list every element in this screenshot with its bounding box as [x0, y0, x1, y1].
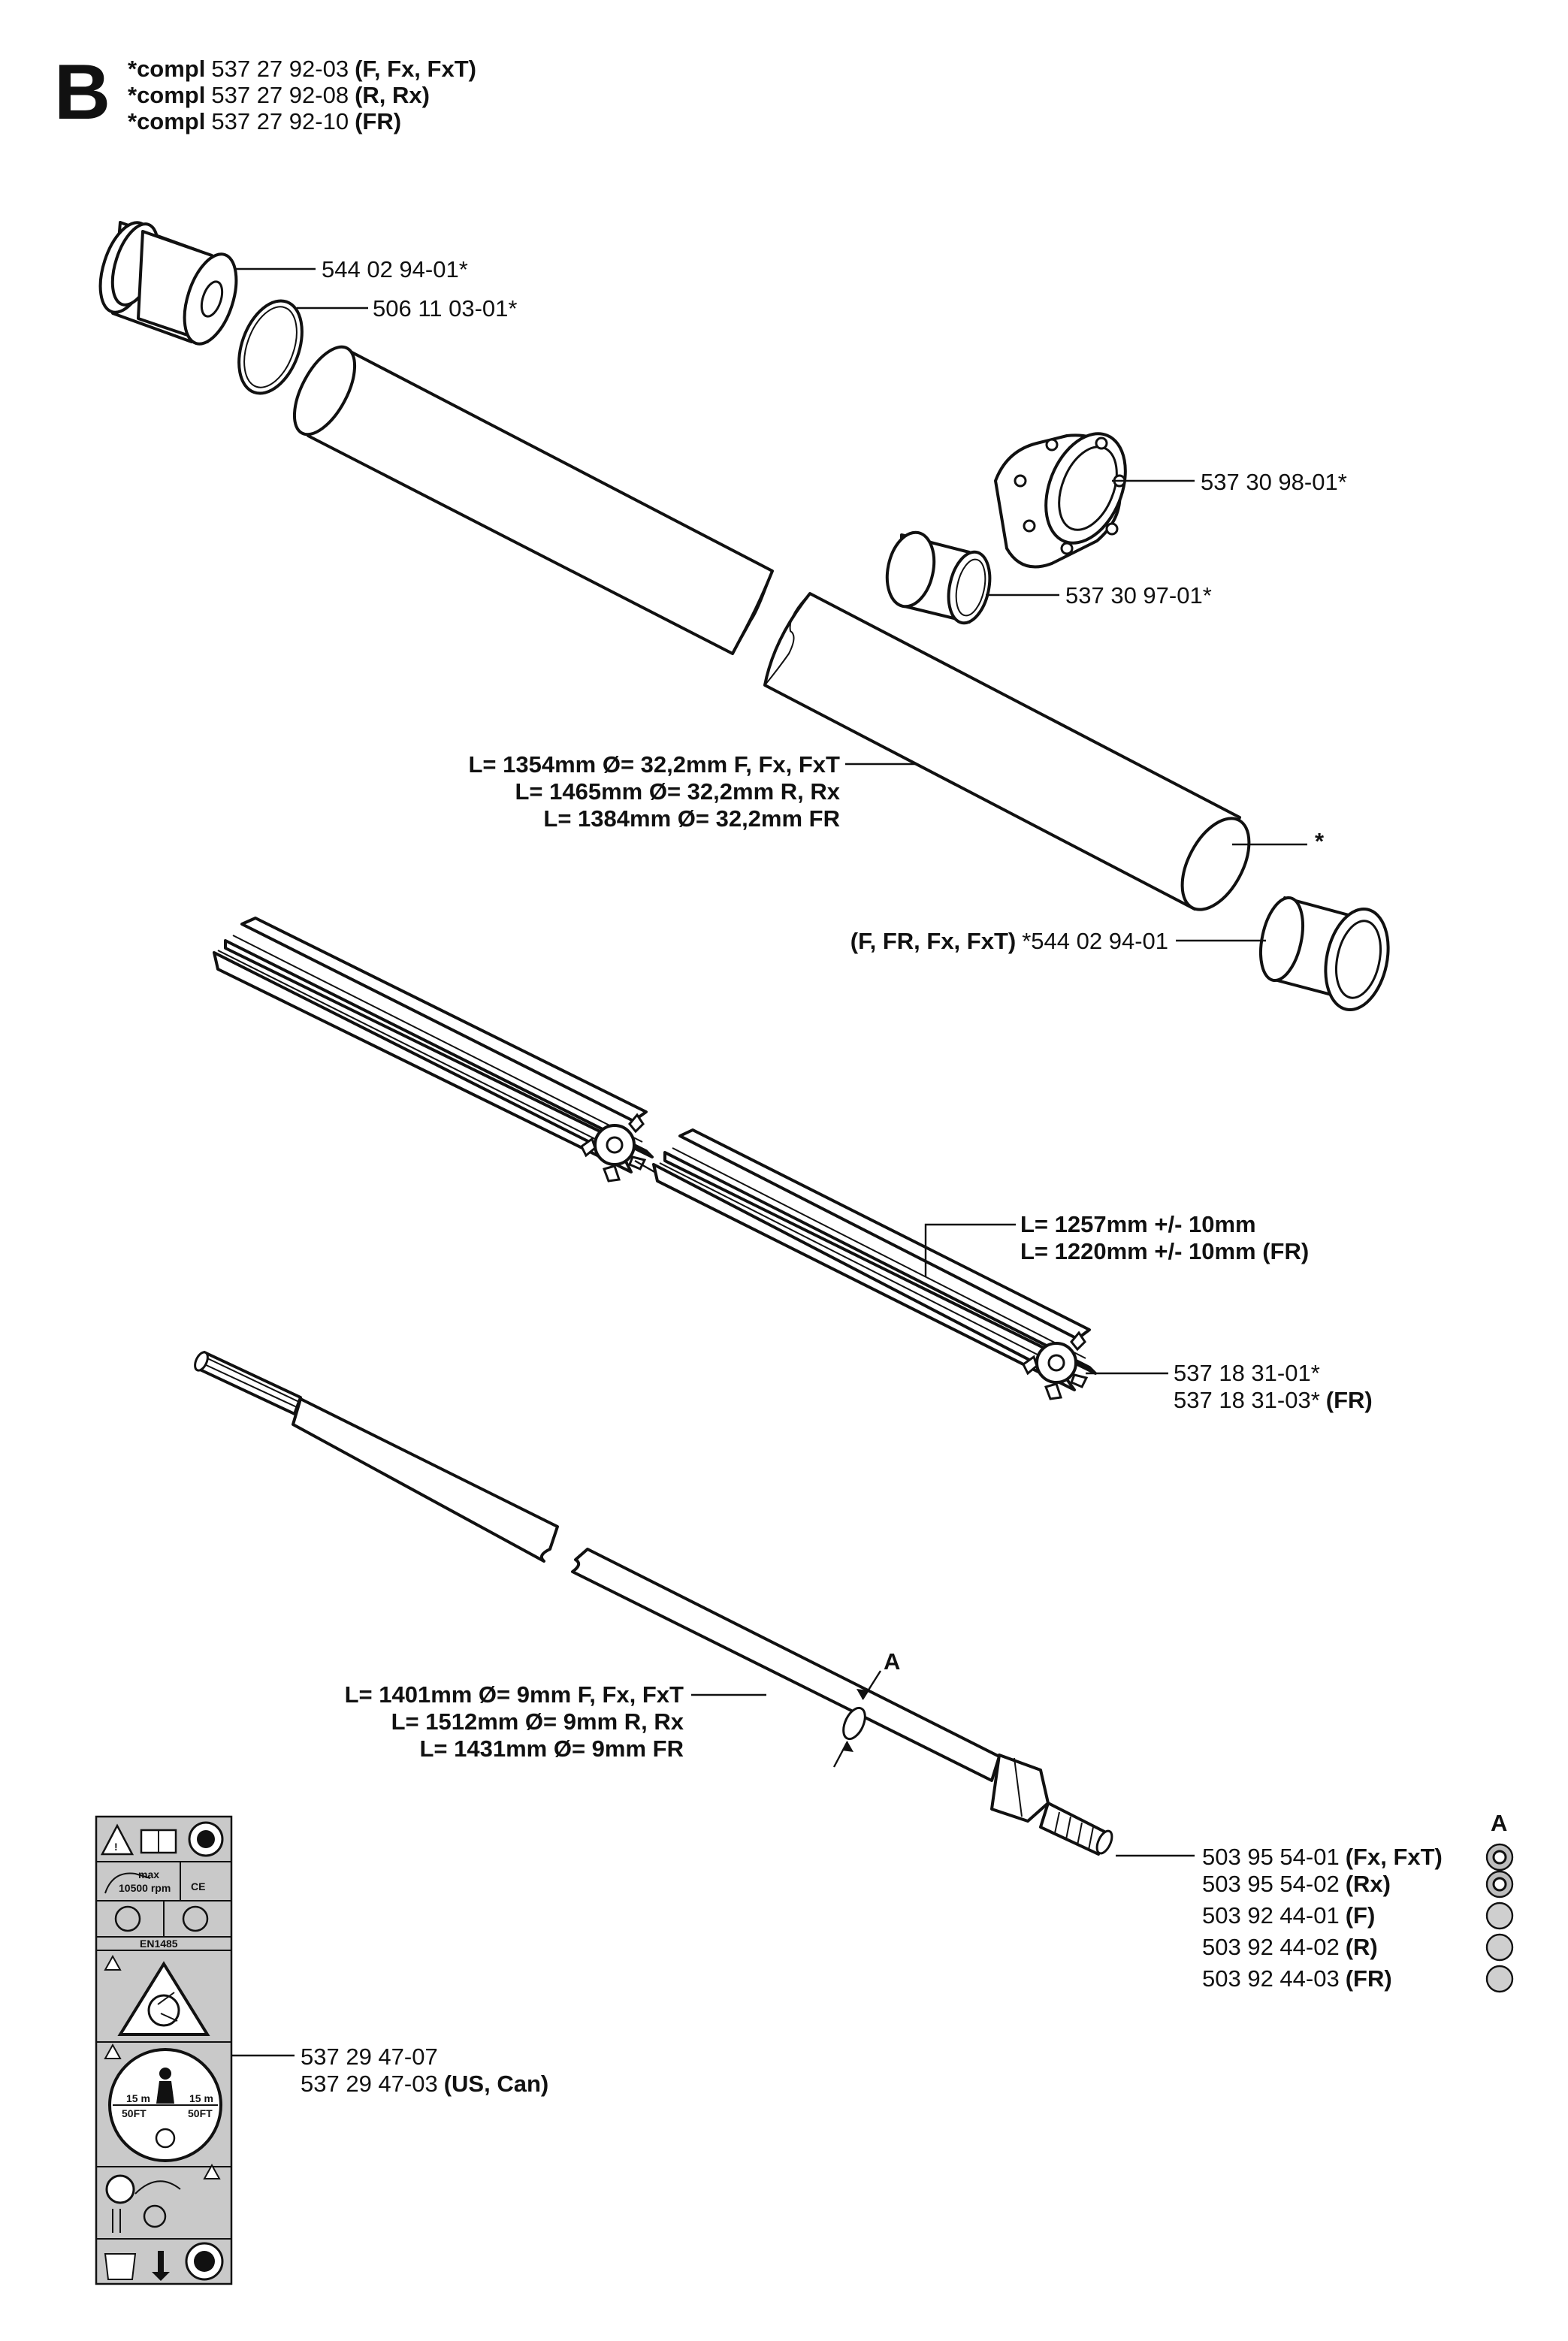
- certification-mark-icon: [182, 1905, 209, 1932]
- svg-text:15 m: 15 m: [189, 2092, 213, 2104]
- header-number: 537 27 92-08: [211, 82, 349, 108]
- rpm-arc-icon: [104, 1872, 151, 1894]
- shaft-length-3: L= 1431mm Ø= 9mm FR: [420, 1735, 684, 1762]
- blade-icon: [105, 2174, 135, 2204]
- shaft-variant-row-3: 503 92 44-01(F): [1202, 1901, 1514, 1930]
- header-variant: (R, Rx): [355, 82, 430, 108]
- svg-text:50FT: 50FT: [122, 2107, 147, 2119]
- liner-length-1: L= 1257mm +/- 10mm: [1020, 1211, 1256, 1237]
- solid-symbol-icon: [1485, 1965, 1514, 1993]
- certification-mark-icon: [114, 1905, 141, 1932]
- section-letter: B: [54, 49, 110, 136]
- svg-text:CE: CE: [191, 1880, 205, 1892]
- gloves-icon: [104, 2253, 137, 2280]
- liner-length-2: L= 1220mm +/- 10mm (FR): [1020, 1238, 1309, 1264]
- svg-text:!: !: [114, 1841, 118, 1853]
- svg-text:10500 rpm: 10500 rpm: [119, 1882, 171, 1894]
- o-ring-drawing: [237, 299, 304, 395]
- shaft-variant-row-2: 503 95 54-02(Rx): [1202, 1870, 1514, 1898]
- svg-text:15 m: 15 m: [126, 2092, 150, 2104]
- label-tube-end: *: [1315, 828, 1325, 854]
- tube-length-1: L= 1354mm Ø= 32,2mm F, Fx, FxT: [468, 751, 840, 778]
- shaft-length-1: L= 1401mm Ø= 9mm F, Fx, FxT: [345, 1681, 684, 1708]
- shaft-variant-row-1: 503 95 54-01(Fx, FxT): [1202, 1843, 1514, 1871]
- header-kind: *compl: [128, 108, 205, 134]
- sleeve-drawing: [885, 530, 992, 625]
- header-number: 537 27 92-10: [211, 108, 349, 134]
- label-liner-2: 537 18 31-03*(FR): [1174, 1387, 1373, 1413]
- header-variant: (F, Fx, FxT): [355, 56, 476, 82]
- tube-length-3: L= 1384mm Ø= 32,2mm FR: [543, 805, 840, 832]
- label-decal-2: 537 29 47-03(US, Can): [301, 2071, 548, 2097]
- drive-shaft-lower-drawing: [571, 1548, 1113, 1856]
- label-cap-bottom: (F, FR, Fx, FxT)*544 02 94-01: [850, 928, 1168, 954]
- svg-text:max: max: [138, 1868, 159, 1880]
- arrow-down-icon: [152, 2251, 170, 2281]
- solid-symbol-icon: [1485, 1901, 1514, 1930]
- svg-text:503 95 54-02(Rx): 503 95 54-02(Rx): [1202, 1871, 1391, 1897]
- section-marker-a: A: [884, 1648, 900, 1675]
- header-kind: *compl: [128, 82, 205, 108]
- shaft-variant-row-4: 503 92 44-02(R): [1202, 1933, 1514, 1962]
- label-clamp-nut: 537 30 98-01*: [1201, 469, 1347, 495]
- svg-text:503 92 44-03(FR): 503 92 44-03(FR): [1202, 1965, 1392, 1992]
- shaft-tube-upper-drawing: [292, 345, 774, 655]
- svg-text:503 95 54-01(Fx, FxT): 503 95 54-01(Fx, FxT): [1202, 1844, 1443, 1870]
- svg-text:50FT: 50FT: [188, 2107, 213, 2119]
- label-o-ring: 506 11 03-01*: [373, 295, 517, 322]
- label-decal-1: 537 29 47-07: [301, 2043, 438, 2070]
- warning-decal-drawing: ! max 10500 rpm CE EN1485 15 m 50FT 15 m…: [95, 1815, 233, 2285]
- drive-shaft-upper-drawing: [194, 1351, 559, 1563]
- tube-length-2: L= 1465mm Ø= 32,2mm R, Rx: [515, 778, 840, 805]
- label-sleeve: 537 30 97-01*: [1065, 582, 1212, 609]
- shaft-variant-row-5: 503 92 44-03(FR): [1202, 1965, 1514, 1993]
- header-kind: *compl: [128, 56, 205, 82]
- header-variant: (FR): [355, 108, 401, 134]
- header-number: 537 27 92-03: [211, 56, 349, 82]
- end-cap-bottom-drawing: [1259, 896, 1390, 1012]
- shaft-tube-lower-drawing: [763, 592, 1251, 911]
- solid-symbol-icon: [1485, 1933, 1514, 1962]
- label-liner-1: 537 18 31-01*: [1174, 1360, 1320, 1386]
- section-arrows: [832, 1670, 882, 1768]
- shaft-length-2: L= 1512mm Ø= 9mm R, Rx: [391, 1708, 684, 1735]
- label-cap-top: 544 02 94-01*: [322, 256, 468, 282]
- liner-upper-drawing: [213, 917, 654, 1183]
- end-cap-top-drawing: [98, 221, 238, 346]
- svg-text:503 92 44-02(R): 503 92 44-02(R): [1202, 1934, 1378, 1960]
- liner-lower-drawing: [652, 1128, 1097, 1400]
- svg-text:EN1485: EN1485: [140, 1938, 178, 1950]
- warning-triangle-icon: [100, 1823, 134, 1856]
- clamp-nut-drawing: [994, 432, 1127, 569]
- svg-text:503 92 44-01(F): 503 92 44-01(F): [1202, 1902, 1375, 1929]
- shafts-column-header: A: [1491, 1810, 1507, 1836]
